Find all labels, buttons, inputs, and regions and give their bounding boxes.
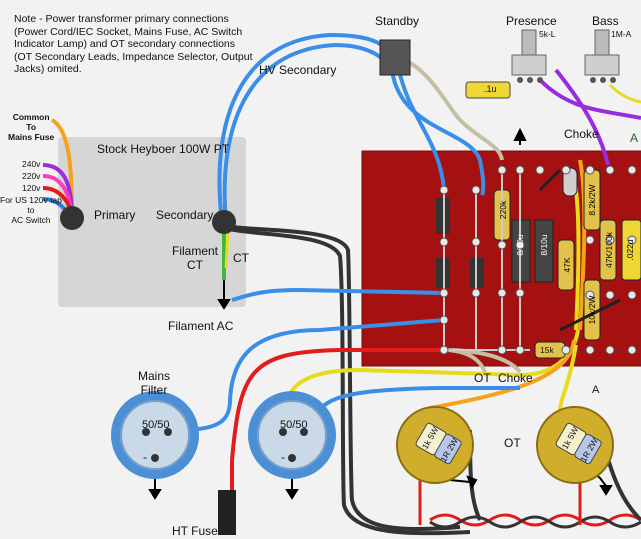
r-8-2k-label: 8.2k/2W (587, 184, 597, 216)
arrow-up (515, 130, 525, 140)
wire-orange-board (578, 159, 587, 331)
a-bottom-label: A (592, 384, 600, 396)
a-top-label: A (630, 131, 639, 145)
c-022u-label: .022u (625, 239, 635, 261)
c-8-10u-a-label: 8/10u (515, 234, 525, 256)
cap-right-value: 50/50 (280, 419, 308, 431)
wire-yellow-socket (558, 344, 578, 411)
presence-pot (511, 29, 547, 83)
mains-filter-cap (111, 391, 199, 479)
r-220k-label: 220k (498, 200, 508, 220)
r-15k-label: 15k (540, 345, 554, 355)
wire-heater-dark (429, 515, 641, 529)
wire-filament-ac-red (230, 347, 444, 461)
filter-cap-right (248, 391, 336, 479)
power-transformer-box (58, 137, 246, 307)
turrets (439, 165, 637, 355)
standby-switch (379, 39, 411, 76)
wire-hv-secondary-b (222, 42, 388, 223)
ot-bottom-label: OT (504, 436, 521, 450)
cap-1u-label: .1u (484, 84, 497, 94)
hv-secondary-label: HV Secondary (259, 63, 337, 77)
wire-standby-blue (390, 69, 486, 196)
mains-filter-label: Mains Filter (138, 369, 171, 397)
cap-left-value: 50/50 (142, 419, 170, 431)
label-120v: 120v (22, 183, 41, 193)
pt-title: Stock Heyboer 100W PT (97, 142, 230, 156)
ot-board-label: OT (474, 371, 491, 385)
cap-left-minus: - (143, 450, 147, 464)
r-47k-label: 47K (562, 257, 572, 273)
cap-point-one-u (465, 81, 511, 99)
secondary-label: Secondary (156, 208, 214, 222)
wire-orange-socket (429, 339, 576, 410)
tube-socket-left (396, 406, 474, 484)
wire-purple-bass (538, 78, 641, 120)
choke-board-label: Choke (498, 371, 533, 385)
bass-value: 1M-A (611, 29, 632, 39)
wire-filament-dark-a (223, 223, 461, 532)
ct-label: CT (233, 251, 249, 265)
wire-standby-beige (403, 58, 504, 161)
choke-top-label: Choke (564, 127, 599, 141)
label-240v: 240v (22, 159, 41, 169)
wire-ct-yellow (224, 229, 230, 269)
primary-terminal (60, 206, 84, 230)
us-tap-label: For US 120v tap to AC Switch (0, 195, 62, 225)
label-220v: 220v (22, 171, 41, 181)
wire-secondary-board-blue (231, 287, 445, 302)
ht-fuse (218, 490, 236, 535)
tube-socket-right (536, 406, 614, 484)
wire-purple-presence (554, 68, 610, 166)
wire-blue-mains-filter (179, 318, 445, 432)
wire-yellow-bass (608, 83, 641, 104)
note-text: Note - Power transformer primary connect… (14, 13, 253, 75)
filament-ct-label: Filament CT (172, 244, 219, 272)
r-10k-label: 10k/2W (587, 295, 597, 325)
c-8-10u-b-label: 8/10u (539, 234, 549, 256)
wire-standby-blue-2 (397, 69, 446, 191)
cap-right-minus: - (281, 450, 285, 464)
wire-hv-secondary-a (217, 32, 388, 223)
bass-pot (584, 29, 620, 83)
ht-fuse-label: HT Fuse (172, 524, 218, 538)
presence-value: 5k-L (539, 29, 556, 39)
common-label: Common To Mains Fuse (8, 112, 55, 142)
r-47k-100k-label: 47K/100k (604, 232, 614, 268)
presence-label: Presence (506, 14, 557, 28)
bass-label: Bass (592, 14, 619, 28)
filament-ac-label: Filament AC (168, 319, 234, 333)
standby-label: Standby (375, 14, 420, 28)
primary-label: Primary (94, 208, 136, 222)
secondary-terminal (212, 210, 236, 234)
